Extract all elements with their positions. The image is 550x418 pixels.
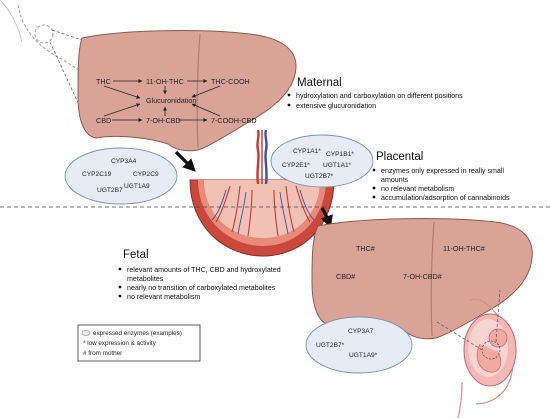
fetal-enzyme: UGT2B7* bbox=[316, 342, 345, 349]
fetal-enzyme: CYP3A7 bbox=[348, 328, 374, 335]
fetal-oh-thc-label: 11-OH-THC# bbox=[443, 244, 485, 253]
maternal-enzyme: CYP2C19 bbox=[82, 171, 112, 178]
maternal-liver-ligament bbox=[196, 33, 201, 149]
fetal-title: Fetal bbox=[123, 249, 149, 261]
placenta-illustration bbox=[189, 129, 335, 257]
legend-item: expressed enzymes (examples) bbox=[93, 330, 182, 337]
fetal-bullet: metabolites bbox=[127, 275, 164, 283]
body-silhouette-icon bbox=[0, 0, 83, 73]
maternal-title: Maternal bbox=[297, 77, 342, 89]
fetal-oh-cbd-label: 7-OH-CBD# bbox=[403, 272, 442, 281]
fetal-thc-label: THC# bbox=[356, 244, 375, 253]
fetal-zoom-line bbox=[495, 289, 501, 343]
bullet-dot bbox=[118, 285, 122, 289]
maternal-enzyme: UGT1A9 bbox=[124, 183, 150, 190]
maternal-pathway-arrows bbox=[103, 79, 221, 122]
fetal-liver-shape bbox=[311, 218, 533, 340]
maternal-thc-cooh-label: THC-COOH bbox=[211, 77, 250, 86]
bullet-dot bbox=[118, 294, 122, 298]
placental-enzyme: CYP1B1* bbox=[326, 151, 354, 158]
fetal-bullet: nearly no transition of carboxylated met… bbox=[127, 284, 276, 292]
maternal-enzyme: CYP2C9 bbox=[133, 171, 159, 178]
placental-enzyme: CYP1A1* bbox=[293, 148, 321, 155]
bullet-dot bbox=[287, 93, 291, 97]
maternal-liver-shape bbox=[77, 30, 297, 152]
fetal-bullet: no relevant metabolism bbox=[127, 293, 200, 301]
fetal-liver-ligament bbox=[430, 221, 435, 337]
bullet-dot bbox=[287, 103, 291, 107]
placental-bullet: amounts bbox=[381, 176, 409, 184]
maternal-bullet: hydroxylation and carboxylation on diffe… bbox=[296, 92, 463, 100]
placental-bullet: no relevant metabolism bbox=[381, 185, 454, 193]
maternal-oh-thc-label: 11-OH-THC bbox=[146, 77, 184, 86]
legend-item: # from mother bbox=[83, 350, 122, 357]
maternal-oh-cbd-label: 7-OH-CBD bbox=[146, 116, 181, 125]
maternal-cbd-label: CBD bbox=[96, 116, 111, 125]
placental-bullet: enzymes only expressed in really small bbox=[381, 167, 504, 175]
maternal-thc-label: THC bbox=[96, 77, 111, 86]
placental-enzyme: UGT1A1* bbox=[323, 162, 352, 169]
legend-box bbox=[77, 324, 201, 362]
maternal-glucuronidation-label: Glucuronidation bbox=[146, 96, 196, 105]
maternal-bullet: extensive glucuronidation bbox=[296, 102, 376, 110]
bullet-dot bbox=[372, 195, 376, 199]
fetal-zoom-line bbox=[436, 321, 483, 351]
bullet-dot bbox=[372, 168, 376, 172]
maternal-zoom-line bbox=[51, 29, 83, 41]
fetal-enzyme-ellipse bbox=[305, 316, 413, 374]
legend-item: * low expression & activity bbox=[83, 340, 157, 347]
maternal-enzyme: CYP3A4 bbox=[111, 158, 137, 165]
fetal-bullet: relevant amounts of THC, CBD and hydroxy… bbox=[127, 266, 281, 274]
bullet-dot bbox=[118, 267, 122, 271]
bullet-dot bbox=[372, 186, 376, 190]
maternal-enzyme: UGT2B7 bbox=[97, 187, 123, 194]
legend-ellipse-icon bbox=[81, 330, 91, 336]
placental-title: Placental bbox=[376, 151, 423, 163]
maternal-cooh-cbd-label: 7-COOH-CBD bbox=[211, 116, 257, 125]
pregnant-uterus-illustration bbox=[457, 298, 517, 418]
placental-enzyme-ellipse bbox=[270, 134, 374, 188]
maternal-enzyme-ellipse bbox=[64, 147, 178, 205]
fetal-cbd-label: CBD# bbox=[336, 272, 355, 281]
placental-enzyme: CYP2E1* bbox=[282, 162, 310, 169]
placental-bullet: accumulation/adsorption of cannabinoids bbox=[381, 194, 510, 202]
fetal-enzyme: UGT1A9* bbox=[349, 352, 378, 359]
placental-enzyme: UGT2B7* bbox=[305, 173, 334, 180]
maternal-to-placenta-arrow bbox=[174, 150, 196, 172]
